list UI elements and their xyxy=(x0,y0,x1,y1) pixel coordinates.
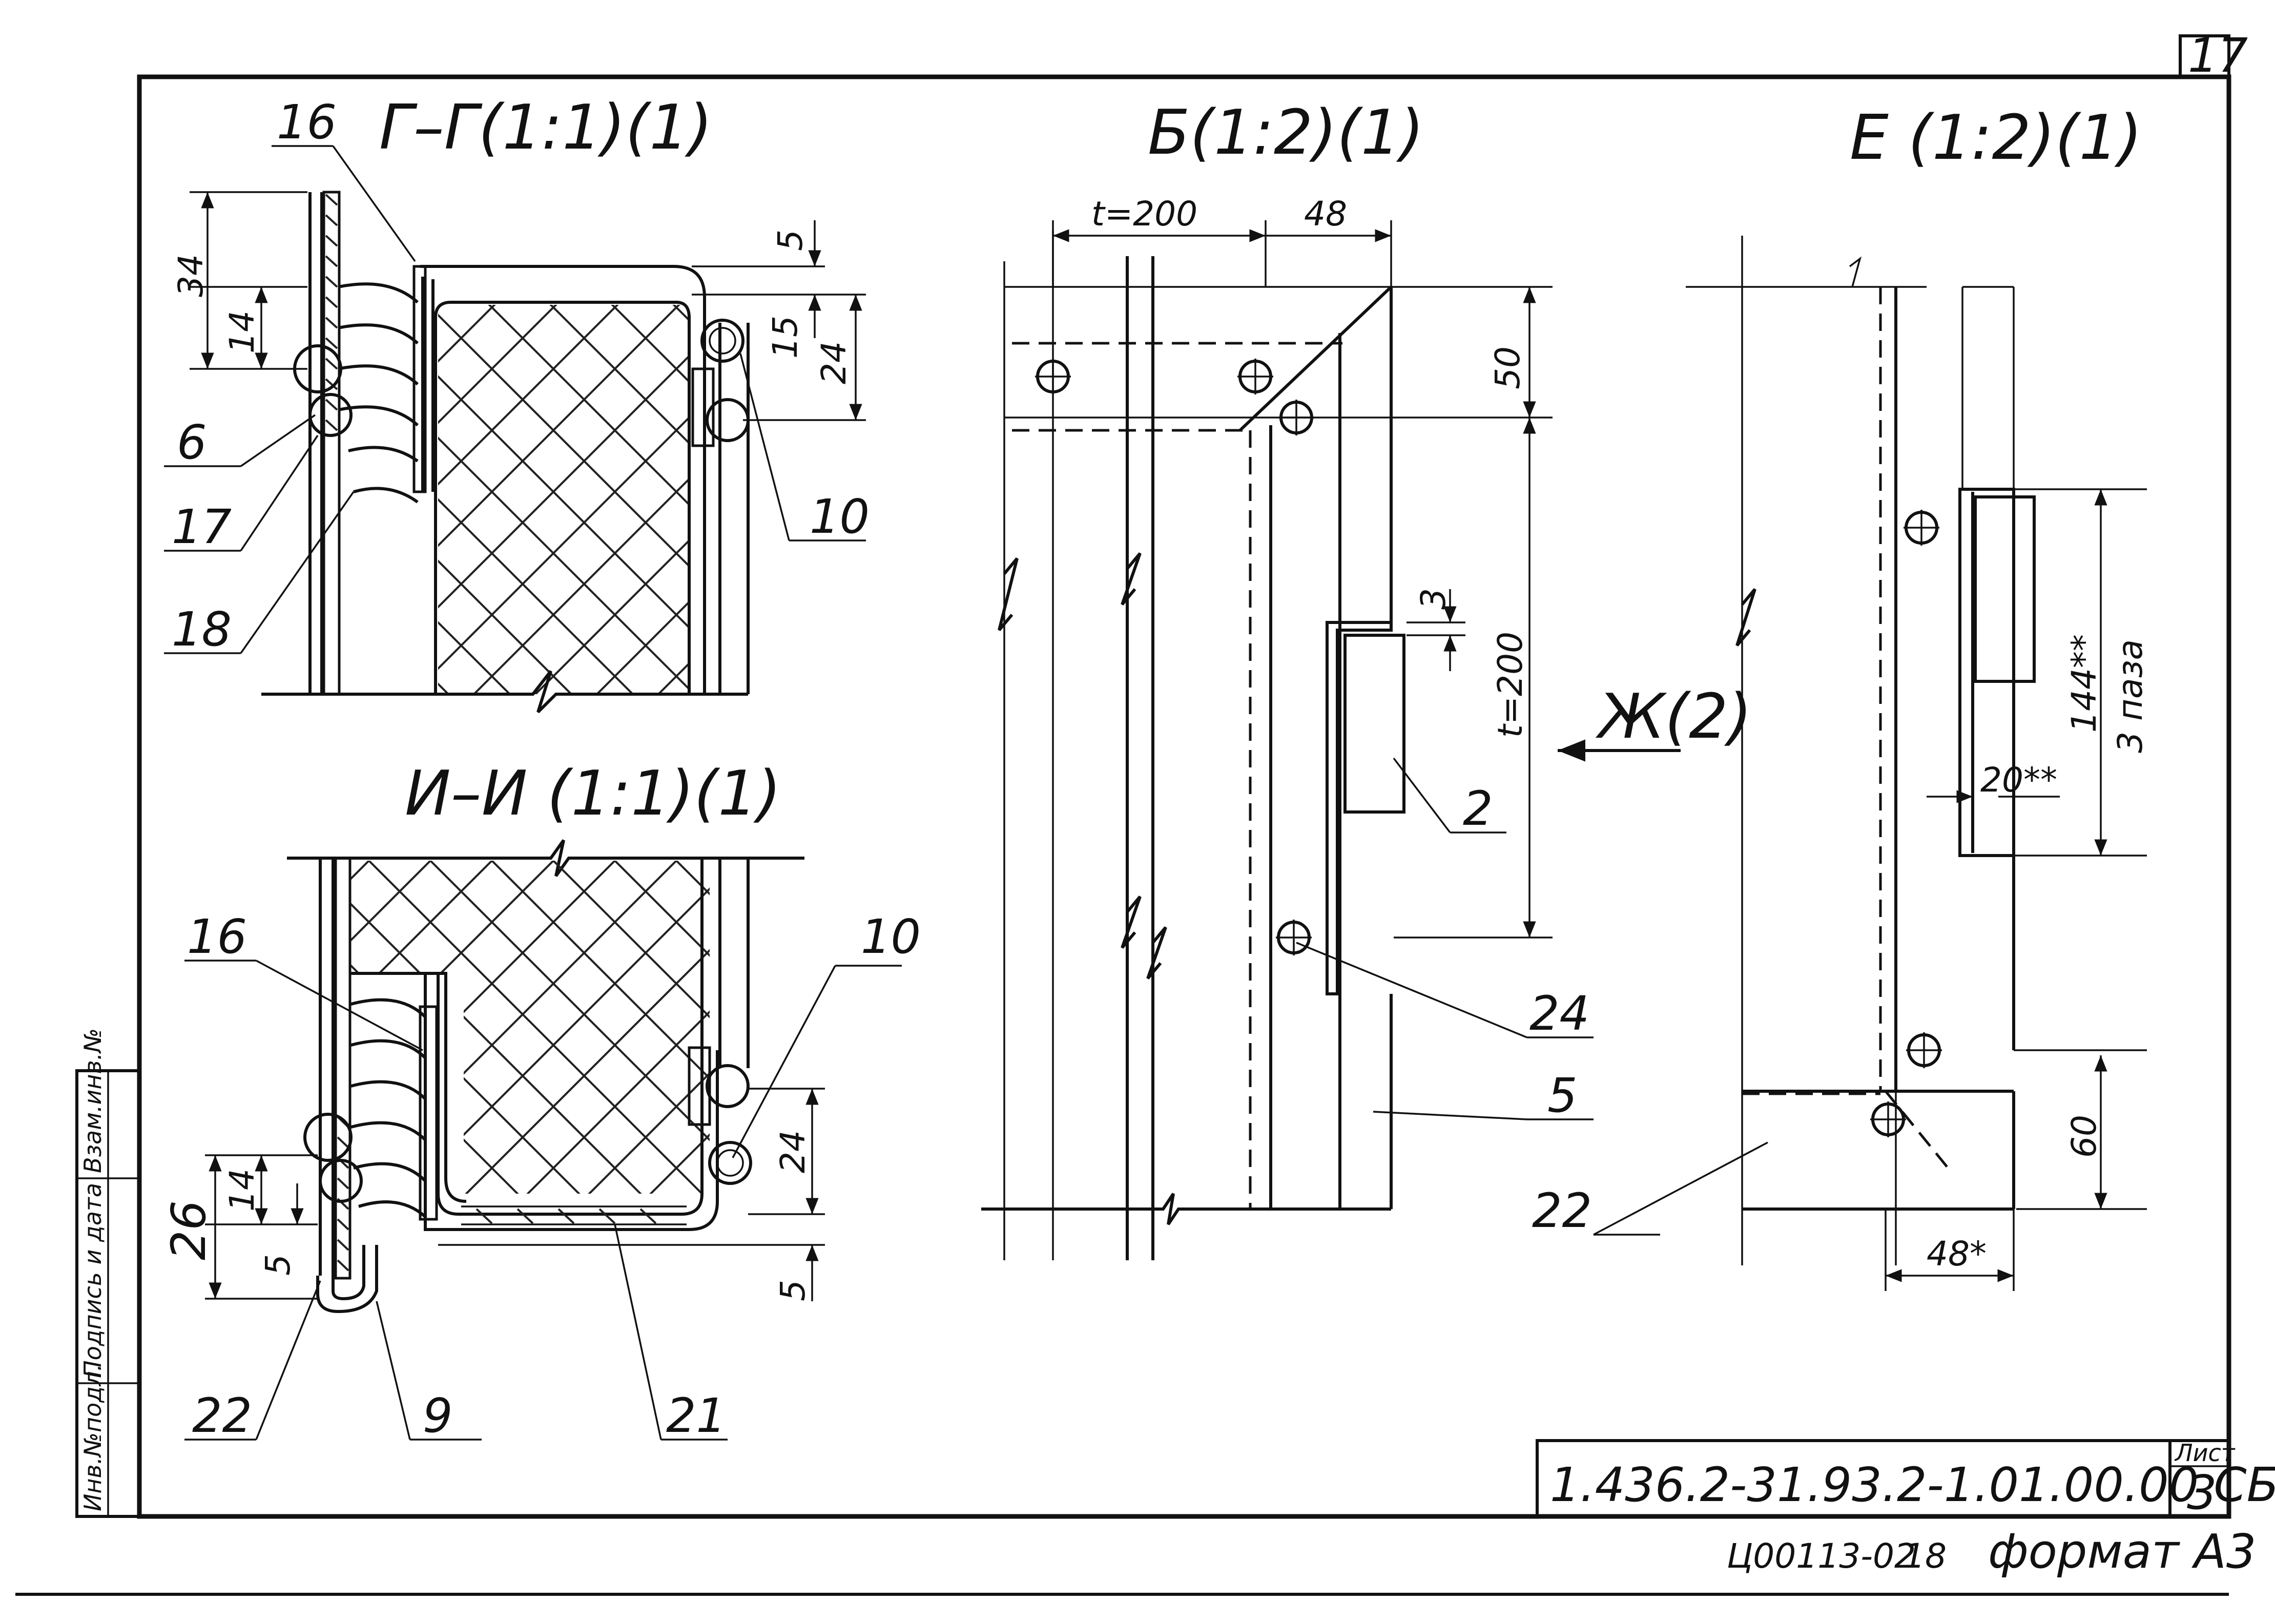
g-g-callout-6: 6 xyxy=(177,415,207,470)
e-bolt-3 xyxy=(1870,1101,1906,1137)
g-g-dim-34: 34 xyxy=(171,254,211,297)
b-callout-24: 24 xyxy=(1529,986,1589,1041)
stamp-inv-no: Инв.№подл. xyxy=(79,1364,107,1511)
sheet-value: 3 xyxy=(2187,1465,2217,1520)
g-g-dim-24: 24 xyxy=(814,341,854,384)
b-dim-48: 48 xyxy=(1304,194,1347,234)
bolt-2 xyxy=(1237,359,1273,394)
b-view-ref: Ж(2) xyxy=(1595,681,1752,753)
b-dim-t200-right: t=200 xyxy=(1491,632,1530,738)
view-i-i: И–И (1:1)(1) 14 26 xyxy=(161,758,921,1443)
g-g-dim-14: 14 xyxy=(222,310,262,353)
format-label: формат А3 xyxy=(1988,1524,2256,1579)
g-g-dim-5: 5 xyxy=(771,230,810,251)
i-i-dim-14: 14 xyxy=(222,1169,262,1212)
g-g-callout-17: 17 xyxy=(172,499,232,554)
i-i-callout-10: 10 xyxy=(861,909,921,964)
view-g-g-title: Г–Г(1:1)(1) xyxy=(379,92,712,163)
e-dim-3-slots: 3 паза xyxy=(2111,639,2150,753)
g-g-callout-18: 18 xyxy=(172,602,232,657)
view-e-title: Е (1:2)(1) xyxy=(1850,102,2142,174)
i-i-callout-16: 16 xyxy=(187,909,247,964)
e-dim-60: 60 xyxy=(2064,1115,2104,1158)
i-i-callout-9: 9 xyxy=(423,1388,453,1443)
drawing-designation: 1.436.2-31.93.2-1.01.00.00 СБ xyxy=(1550,1458,2275,1512)
bolt-3 xyxy=(1278,400,1314,435)
sheet-number: 17 xyxy=(2188,28,2248,83)
view-e: Е (1:2)(1) 144** 3 паза 20** xyxy=(1532,102,2150,1291)
stamp-sign-date: Подпись и дата xyxy=(79,1183,107,1378)
i-i-dim-5-left: 5 xyxy=(258,1254,298,1276)
b-callout-2: 2 xyxy=(1463,781,1493,836)
b-callout-5: 5 xyxy=(1547,1068,1578,1123)
e-bolt-2 xyxy=(1906,1032,1942,1068)
e-callout-22: 22 xyxy=(1532,1183,1592,1238)
archive-sheet: 18 xyxy=(1904,1536,1947,1576)
bolt-1 xyxy=(1035,359,1071,394)
e-dim-20: 20** xyxy=(1980,760,2057,800)
view-i-i-title: И–И (1:1)(1) xyxy=(405,758,781,829)
g-g-callout-16: 16 xyxy=(277,95,337,150)
b-dim-t200-top: t=200 xyxy=(1091,194,1197,234)
bolt-4 xyxy=(1276,920,1312,955)
b-dim-3: 3 xyxy=(1414,588,1453,610)
sheet-label: Лист xyxy=(2174,1439,2236,1467)
i-i-dim-26: 26 xyxy=(161,1200,216,1260)
archive-code: Ц00113-02 xyxy=(1727,1536,1916,1576)
g-g-callout-10: 10 xyxy=(810,489,870,544)
e-dim-48: 48* xyxy=(1927,1234,1987,1274)
e-bolt-1 xyxy=(1904,510,1939,546)
b-dim-50: 50 xyxy=(1488,346,1527,389)
i-i-dim-5-right: 5 xyxy=(773,1280,813,1301)
view-b: Б(1:2)(1) t xyxy=(981,97,1752,1260)
stamp-replaces: Взам.инв.№ xyxy=(79,1028,107,1173)
g-g-dim-15: 15 xyxy=(766,316,805,359)
i-i-dim-24: 24 xyxy=(773,1130,813,1173)
sheet-frame xyxy=(15,74,2231,1596)
e-dim-144: 144** xyxy=(2064,634,2104,733)
title-block: 1.436.2-31.93.2-1.01.00.00 СБ Лист 3 xyxy=(1536,1439,2275,1520)
side-stamp: Взам.инв.№ Подпись и дата Инв.№подл. xyxy=(75,1028,141,1518)
view-g-g: Г–Г(1:1)(1) 34 14 xyxy=(164,92,870,714)
i-i-callout-22: 22 xyxy=(192,1388,252,1443)
view-b-title: Б(1:2)(1) xyxy=(1148,97,1424,169)
sheet-number-box: 17 xyxy=(2179,28,2248,83)
i-i-callout-21: 21 xyxy=(666,1388,726,1443)
